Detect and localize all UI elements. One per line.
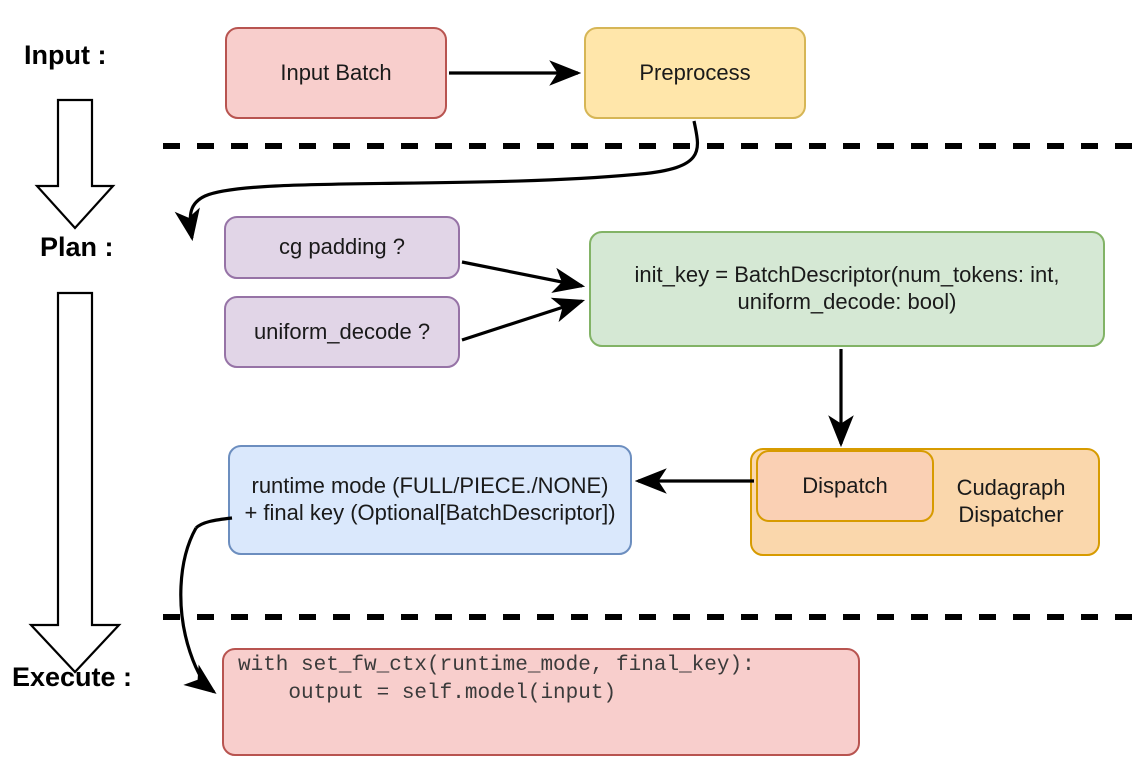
node-dispatch[interactable]: Dispatch: [756, 450, 934, 522]
node-input-batch[interactable]: Input Batch: [225, 27, 447, 119]
edge-cg-padding-to-init-key: [461, 260, 586, 293]
node-cudagraph-dispatcher-line2: Dispatcher: [958, 502, 1064, 527]
block-arrow-plan-to-execute: [28, 291, 122, 674]
edge-runtime-mode-to-execute-code: [179, 527, 217, 694]
node-uniform-decode-label: uniform_decode ?: [253, 318, 431, 344]
stage-label-execute: Execute :: [12, 662, 133, 692]
node-cg-padding[interactable]: cg padding ?: [224, 216, 460, 279]
node-preprocess-label: Preprocess: [639, 59, 751, 85]
node-init-key-line1: init_key = BatchDescriptor(num_tokens: i…: [634, 262, 1060, 288]
node-input-batch-label: Input Batch: [280, 59, 392, 85]
stage-label-input: Input :: [24, 40, 107, 70]
node-dispatch-label: Dispatch: [802, 472, 888, 498]
block-arrow-input-to-plan: [34, 98, 116, 230]
edge-uniform-decode-to-init-key: [461, 297, 586, 342]
node-init-key-line2: uniform_decode: bool): [737, 289, 957, 314]
node-cudagraph-dispatcher-line1: Cudagraph: [956, 475, 1066, 501]
node-uniform-decode[interactable]: uniform_decode ?: [224, 296, 460, 368]
stage-label-plan: Plan :: [40, 232, 114, 262]
node-runtime-mode-line2: + final key (Optional[BatchDescriptor]): [244, 500, 616, 525]
node-preprocess[interactable]: Preprocess: [584, 27, 806, 119]
node-execute-code[interactable]: with set_fw_ctx(runtime_mode, final_key)…: [222, 648, 860, 756]
node-execute-code-line1: with set_fw_ctx(runtime_mode, final_key)…: [238, 654, 755, 677]
node-runtime-mode-line1: runtime mode (FULL/PIECE./NONE): [251, 473, 609, 499]
node-execute-code-line2: output = self.model(input): [238, 682, 617, 706]
edge-runtime-mode-stub: [194, 516, 233, 530]
node-init-key[interactable]: init_key = BatchDescriptor(num_tokens: i…: [589, 231, 1105, 347]
node-cg-padding-label: cg padding ?: [279, 234, 405, 260]
node-runtime-mode[interactable]: runtime mode (FULL/PIECE./NONE) + final …: [228, 445, 632, 555]
